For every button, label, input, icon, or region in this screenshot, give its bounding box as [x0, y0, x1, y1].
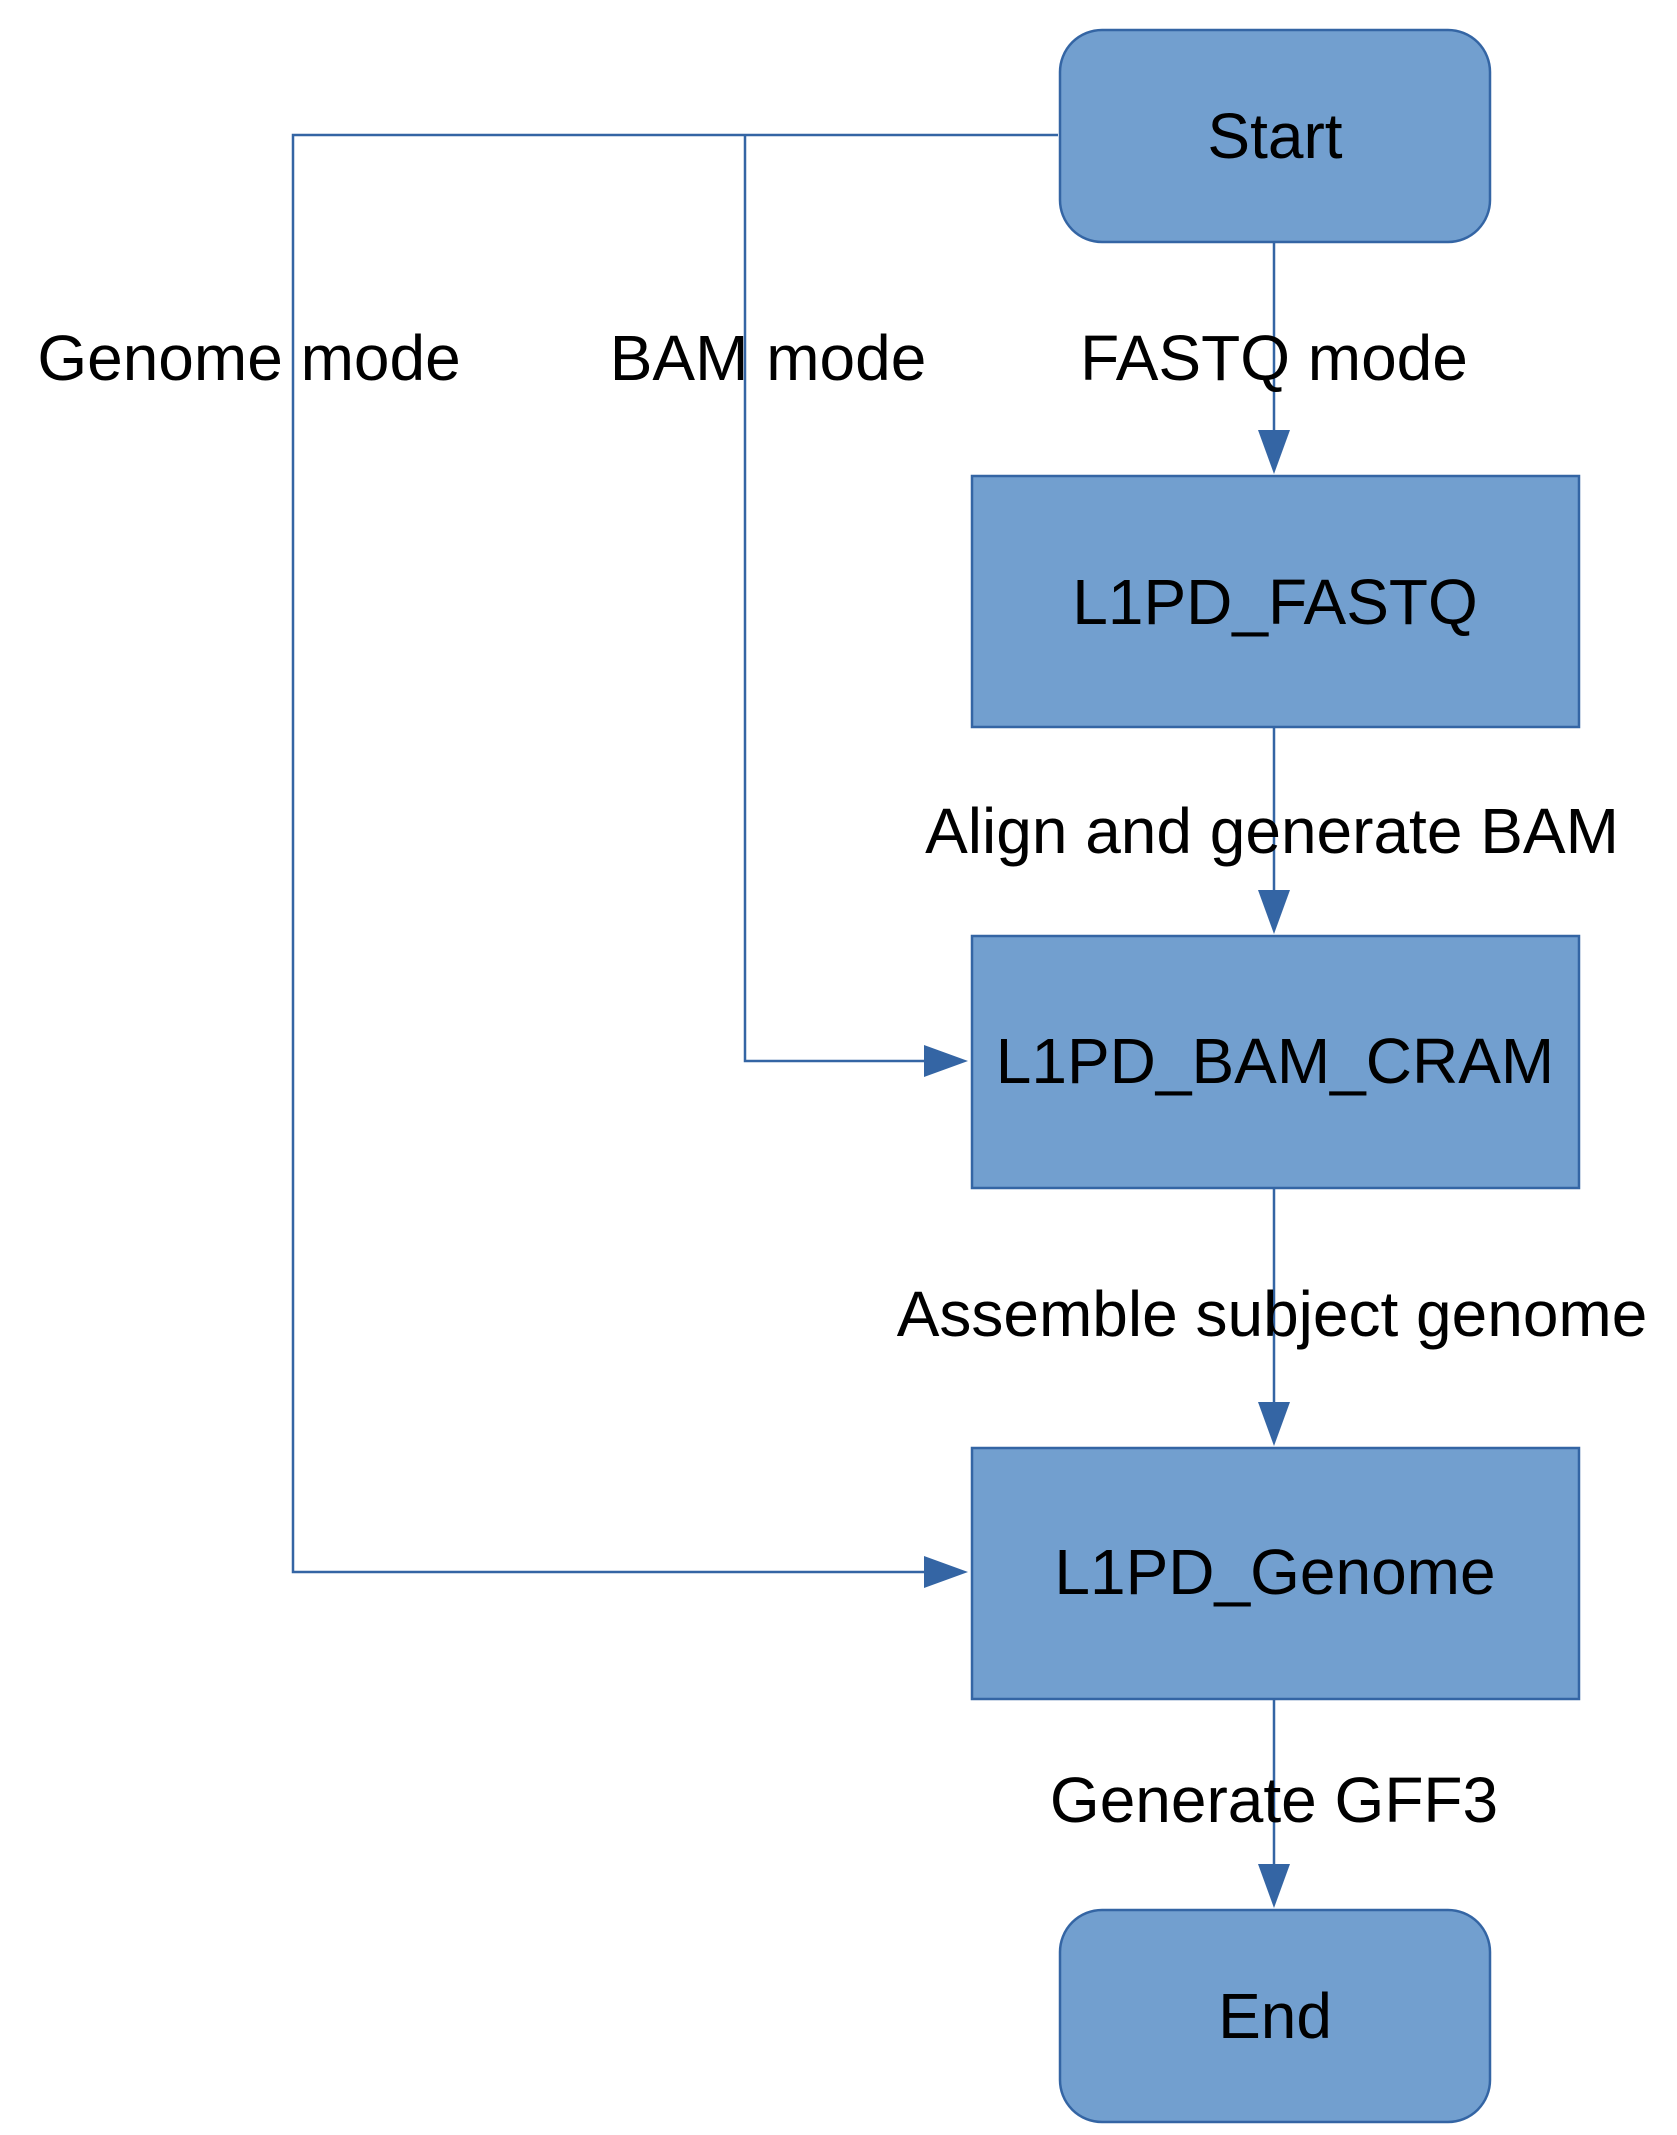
- nodes: Start L1PD_FASTQ L1PD_BAM_CRAM L1PD_Geno…: [970, 28, 1581, 2124]
- edge-label-gff3: Generate GFF3: [1050, 1764, 1498, 1836]
- node-l1pd-bam-cram-label: L1PD_BAM_CRAM: [996, 1025, 1554, 1097]
- node-l1pd-bam-cram: L1PD_BAM_CRAM: [970, 934, 1581, 1190]
- edges: [291, 133, 1290, 1908]
- node-l1pd-bam-cram-shape: [970, 934, 1581, 1190]
- node-start: Start: [1058, 28, 1492, 244]
- edge-gff3-arrowhead: [1258, 1864, 1290, 1908]
- node-start-shape: [1058, 28, 1492, 244]
- node-end: End: [1058, 1908, 1492, 2124]
- node-start-label: Start: [1207, 100, 1342, 172]
- edge-assemble-arrowhead: [1258, 1402, 1290, 1446]
- edge-align-arrowhead: [1258, 890, 1290, 934]
- edge-genome-mode-line: [291, 133, 1058, 1574]
- edge-bam-mode-arrowhead: [924, 1045, 968, 1077]
- node-l1pd-genome-shape: [970, 1446, 1581, 1701]
- edge-labels: Genome mode BAM mode FASTQ mode Align an…: [37, 322, 1647, 1836]
- edge-bam-mode-line: [743, 135, 940, 1063]
- node-l1pd-fastq-label: L1PD_FASTQ: [1072, 566, 1478, 638]
- node-l1pd-fastq: L1PD_FASTQ: [970, 474, 1581, 729]
- edge-label-bam-mode: BAM mode: [610, 322, 927, 394]
- node-l1pd-genome-label: L1PD_Genome: [1054, 1536, 1495, 1608]
- edge-fastq-mode-arrowhead: [1258, 430, 1290, 474]
- node-l1pd-fastq-shape: [970, 474, 1581, 729]
- node-l1pd-genome: L1PD_Genome: [970, 1446, 1581, 1701]
- edge-label-fastq-mode: FASTQ mode: [1080, 322, 1468, 394]
- edge-label-align: Align and generate BAM: [925, 795, 1619, 867]
- node-end-shape: [1058, 1908, 1492, 2124]
- node-end-label: End: [1218, 1980, 1332, 2052]
- edge-genome-mode-arrowhead: [924, 1556, 968, 1588]
- edge-label-assemble: Assemble subject genome: [897, 1278, 1648, 1350]
- edge-label-genome-mode: Genome mode: [37, 322, 460, 394]
